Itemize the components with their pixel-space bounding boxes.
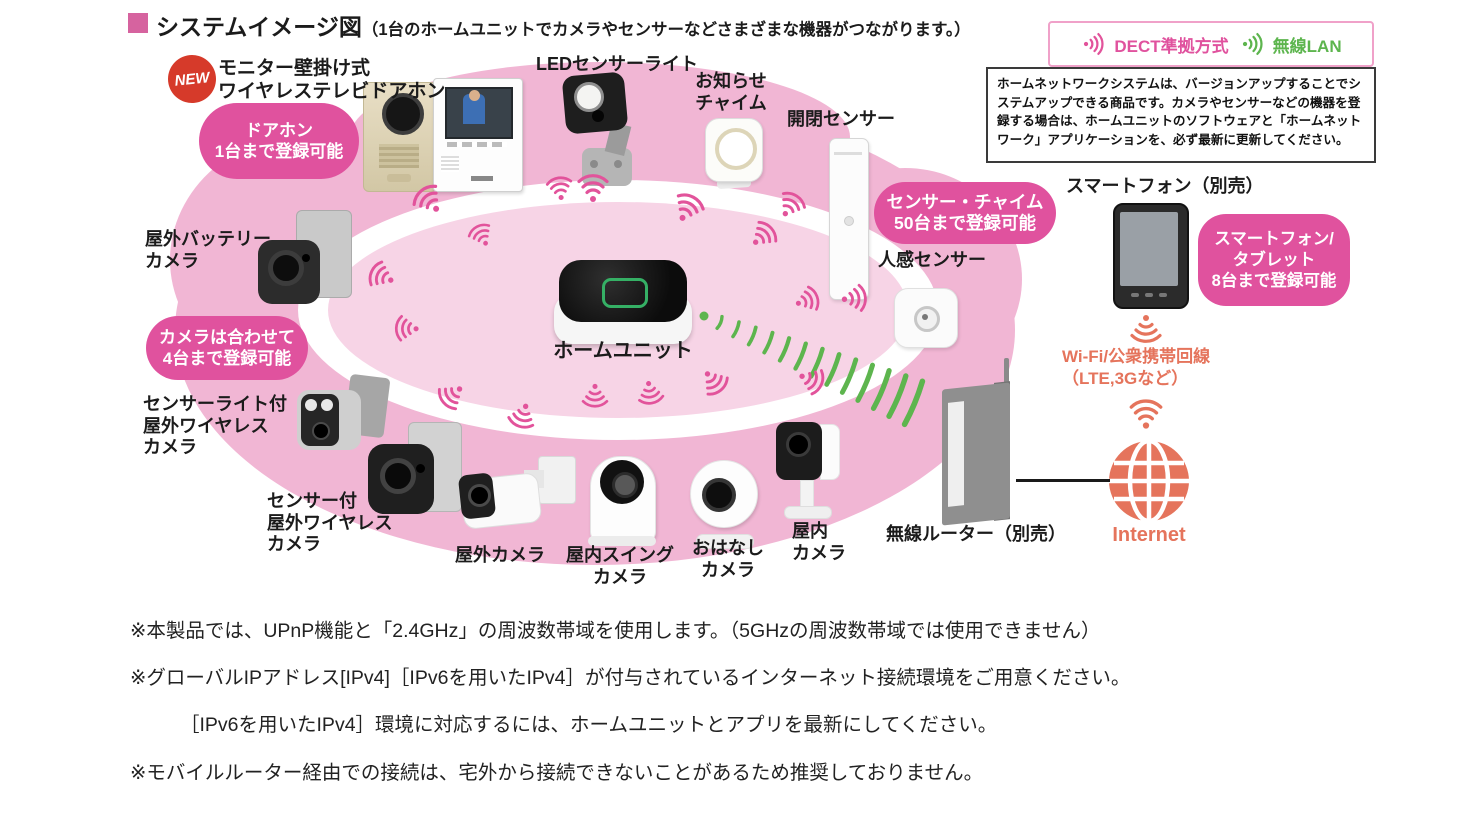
home-unit-label: ホームユニット (553, 340, 693, 362)
doorphone-limit-badge: ドアホン 1台まで登録可能 (199, 103, 359, 179)
sensor-chime-limit-badge: センサー・チャイム 50台まで登録可能 (874, 182, 1056, 244)
smartphone-limit-badge: スマートフォン/ タブレット 8台まで登録可能 (1198, 214, 1350, 306)
indoor-camera-label: 屋内 カメラ (792, 521, 846, 563)
footnote: ［IPv6を用いたIPv4］環境に対応するには、ホームユニットとアプリを最新にし… (180, 714, 998, 736)
sensor-outdoor-camera-label: センサー付 屋外ワイヤレス カメラ (267, 491, 393, 554)
footnote: ※グローバルIPアドレス[IPv4]［IPv6を用いたIPv4］が付与されている… (130, 667, 1131, 689)
led-sensor-light-label: LEDセンサーライト (536, 54, 698, 74)
open-close-sensor-image (829, 138, 869, 300)
wifi-wave-icon (1237, 32, 1265, 56)
title-text: システムイメージ図 (156, 14, 362, 40)
outdoor-camera-label: 屋外カメラ (455, 545, 545, 565)
wifi-wave-icon (1128, 396, 1164, 435)
camera-limit-badge: カメラは合わせて 4台まで登録可能 (146, 316, 308, 380)
wifi-wave-icon (1129, 309, 1163, 346)
home-unit-logo-ring (602, 278, 648, 308)
sensor-light-outdoor-camera-image (293, 373, 391, 464)
sensor-outdoor-camera-image (368, 422, 462, 520)
home-unit-image (554, 260, 692, 348)
wifi-carrier-label: Wi-Fi/公衆携帯回線 （LTE,3Gなど） (1062, 347, 1211, 388)
page-title: システムイメージ図（1台のホームユニットでカメラやセンサーなどさまざまな機器がつ… (156, 8, 971, 42)
title-subtitle: （1台のホームユニットでカメラやセンサーなどさまざまな機器がつながります。） (361, 21, 971, 39)
indoor-camera-image (774, 422, 852, 522)
legend-box: DECT準拠方式 無線LAN (1048, 21, 1374, 67)
new-badge: NEW (165, 52, 219, 106)
internet-globe-icon (1109, 438, 1189, 524)
outdoor-camera-image (457, 450, 576, 546)
outdoor-battery-camera-image (258, 210, 352, 312)
wifi-wave-icon (1078, 32, 1106, 56)
outdoor-battery-camera-label: 屋外バッテリー カメラ (145, 229, 271, 271)
footnote: ※本製品では、UPnP機能と「2.4GHz」の周波数帯域を使用します。（5GHz… (130, 620, 1101, 642)
router-internet-line (1016, 479, 1110, 482)
doorphone-label: モニター壁掛け式 ワイヤレステレビドアホン (218, 58, 446, 102)
notice-box: ホームネットワークシステムは、バージョンアップすることでシステムアップできる商品… (986, 67, 1376, 163)
chime-image (703, 118, 765, 190)
footnote: ※モバイルルーター経由での接続は、宅外から接続できないことがあるため推奨しており… (130, 762, 984, 784)
indoor-swing-camera-image (584, 448, 662, 548)
open-close-sensor-label: 開閉センサー (787, 109, 895, 129)
talk-camera-label: おはなし カメラ (692, 538, 764, 580)
chime-label: お知らせ チャイム (695, 71, 767, 113)
legend-wlan-label: 無線LAN (1272, 36, 1342, 56)
smartphone-label: スマートフォン（別売） (1066, 176, 1264, 196)
led-sensor-light-image (556, 71, 652, 190)
internet-label: Internet (1112, 524, 1186, 546)
title-bullet (128, 13, 148, 33)
sensor-light-outdoor-camera-label: センサーライト付 屋外ワイヤレス カメラ (143, 394, 287, 457)
doorphone-camera-lens (382, 93, 424, 135)
smartphone-image (1113, 203, 1189, 309)
doorphone-monitor-image (433, 78, 523, 192)
doorphone-entry-unit-image (363, 82, 437, 192)
indoor-swing-camera-label: 屋内スイング カメラ (566, 545, 674, 587)
motion-sensor-image (894, 288, 958, 350)
wireless-router-label: 無線ルーター（別売） (886, 524, 1066, 544)
wireless-router-image (930, 358, 1024, 526)
talk-camera-image (684, 460, 766, 550)
legend-dect-label: DECT準拠方式 (1114, 36, 1229, 56)
motion-sensor-label: 人感センサー (878, 250, 986, 270)
